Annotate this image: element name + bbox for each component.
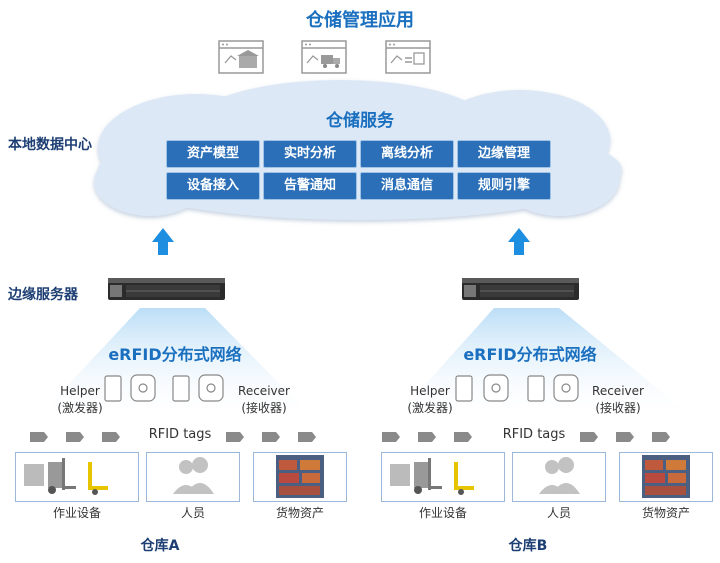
equipment-label-a: 作业设备 <box>52 506 101 520</box>
service-alarm-notify[interactable]: 告警通知 <box>264 173 356 199</box>
service-edge-management[interactable]: 边缘管理 <box>458 141 550 167</box>
people-label-b: 人员 <box>546 506 571 520</box>
warehouse-a-name: 仓库A <box>140 538 180 554</box>
rfid-tags-label-b: RFID tags <box>502 427 566 442</box>
receiver-cn-label-a: (接收器) <box>241 401 287 415</box>
service-rule-engine[interactable]: 规则引擎 <box>458 173 550 199</box>
document-app-icon[interactable] <box>385 40 431 74</box>
service-offline-analysis[interactable]: 离线分析 <box>361 141 453 167</box>
helper-cn-label-b: (激发器) <box>407 401 453 415</box>
network-title-b: eRFID分布式网络 <box>463 345 597 364</box>
edge-layer <box>108 228 579 300</box>
server-a-icon <box>108 278 225 300</box>
people-label-a: 人员 <box>180 506 205 520</box>
forklift-icon <box>24 458 108 495</box>
datacenter-label: 本地数据中心 <box>8 137 92 153</box>
receiver-cn-label-b: (接收器) <box>595 401 641 415</box>
up-arrow-icon <box>152 228 530 255</box>
warehouse-app-icon[interactable] <box>218 40 264 74</box>
service-messaging[interactable]: 消息通信 <box>361 173 453 199</box>
network-title-a: eRFID分布式网络 <box>108 345 242 364</box>
cloud-title: 仓储服务 <box>326 111 394 131</box>
server-b-icon <box>462 278 579 300</box>
app-window-icons <box>218 40 431 74</box>
helper-cn-label-a: (激发器) <box>57 401 103 415</box>
service-asset-model[interactable]: 资产模型 <box>167 141 259 167</box>
rfid-tags-label-a: RFID tags <box>148 427 212 442</box>
assets-label-b: 货物资产 <box>641 506 690 520</box>
service-realtime-analysis[interactable]: 实时分析 <box>264 141 356 167</box>
app-title: 仓储管理应用 <box>306 10 414 31</box>
helper-device-icon[interactable] <box>104 375 545 402</box>
edge-server-label: 边缘服务器 <box>8 287 78 303</box>
forklift-icon <box>390 458 474 495</box>
helper-label-a: Helper <box>60 384 100 398</box>
receiver-device-icon[interactable] <box>130 374 579 402</box>
rfid-tag-icons <box>30 432 670 442</box>
service-device-access[interactable]: 设备接入 <box>167 173 259 199</box>
helper-label-b: Helper <box>410 384 450 398</box>
receiver-label-b: Receiver <box>592 384 644 398</box>
rfid-devices <box>104 374 579 402</box>
box-illustrations <box>24 455 690 498</box>
logistics-app-icon[interactable] <box>301 40 347 74</box>
assets-label-a: 货物资产 <box>275 506 324 520</box>
people-box-a <box>146 452 240 502</box>
equipment-label-b: 作业设备 <box>418 506 467 520</box>
people-icon <box>173 457 580 494</box>
shelf-icon <box>276 455 690 498</box>
receiver-label-a: Receiver <box>238 384 290 398</box>
warehouse-b-name: 仓库B <box>508 538 548 554</box>
